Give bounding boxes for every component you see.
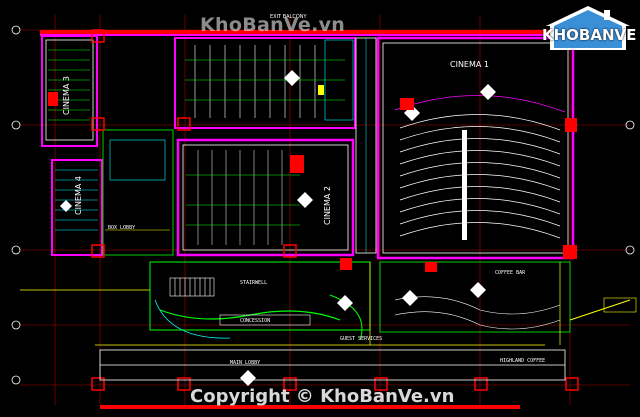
cinema3-label: CINEMA 3 [62, 76, 71, 115]
grid-bubbles [11, 25, 635, 385]
stairwell [169, 277, 215, 297]
bottom-wall [99, 349, 566, 381]
box-lobby-block [102, 129, 174, 256]
corridor [355, 37, 377, 254]
cinema2-block [176, 138, 355, 257]
cinema2-label: CINEMA 2 [323, 186, 332, 225]
watermark-bottom: Copyright © KhoBanVe.vn [190, 386, 455, 407]
cinema1-block [376, 36, 577, 260]
khobanve-logo: KHOBANVE [542, 4, 637, 52]
cinema4-block [51, 159, 103, 256]
guest-services-label: GUEST SERVICES [340, 336, 383, 342]
logo-text: KHOBANVE [542, 26, 637, 44]
upper-seating-block [174, 37, 356, 129]
top-wall [40, 30, 580, 36]
exit-balcony-label: EXIT BALCONY [270, 14, 307, 20]
markers [60, 200, 256, 386]
watermark-top: KhoBanVe.vn [200, 14, 346, 36]
stairwell-label: STAIRWELL [240, 280, 268, 286]
column-markers [91, 29, 579, 391]
right-lower-area [379, 245, 637, 333]
logo-house-icon [546, 6, 630, 50]
coffee-bar-label: COFFEE BAR [495, 270, 526, 276]
main-lobby-label: MAIN LOBBY [230, 360, 261, 366]
yellow-lines [20, 262, 561, 346]
cinema1-label: CINEMA 1 [450, 60, 489, 69]
box-lobby-label: BOX LOBBY [108, 225, 136, 231]
cinema4-label: CINEMA 4 [74, 176, 83, 215]
cinema3-block [41, 35, 98, 147]
concession-label: CONCESSION [240, 318, 271, 324]
highland-coffee-label: HIGHLAND COFFEE [500, 358, 546, 364]
